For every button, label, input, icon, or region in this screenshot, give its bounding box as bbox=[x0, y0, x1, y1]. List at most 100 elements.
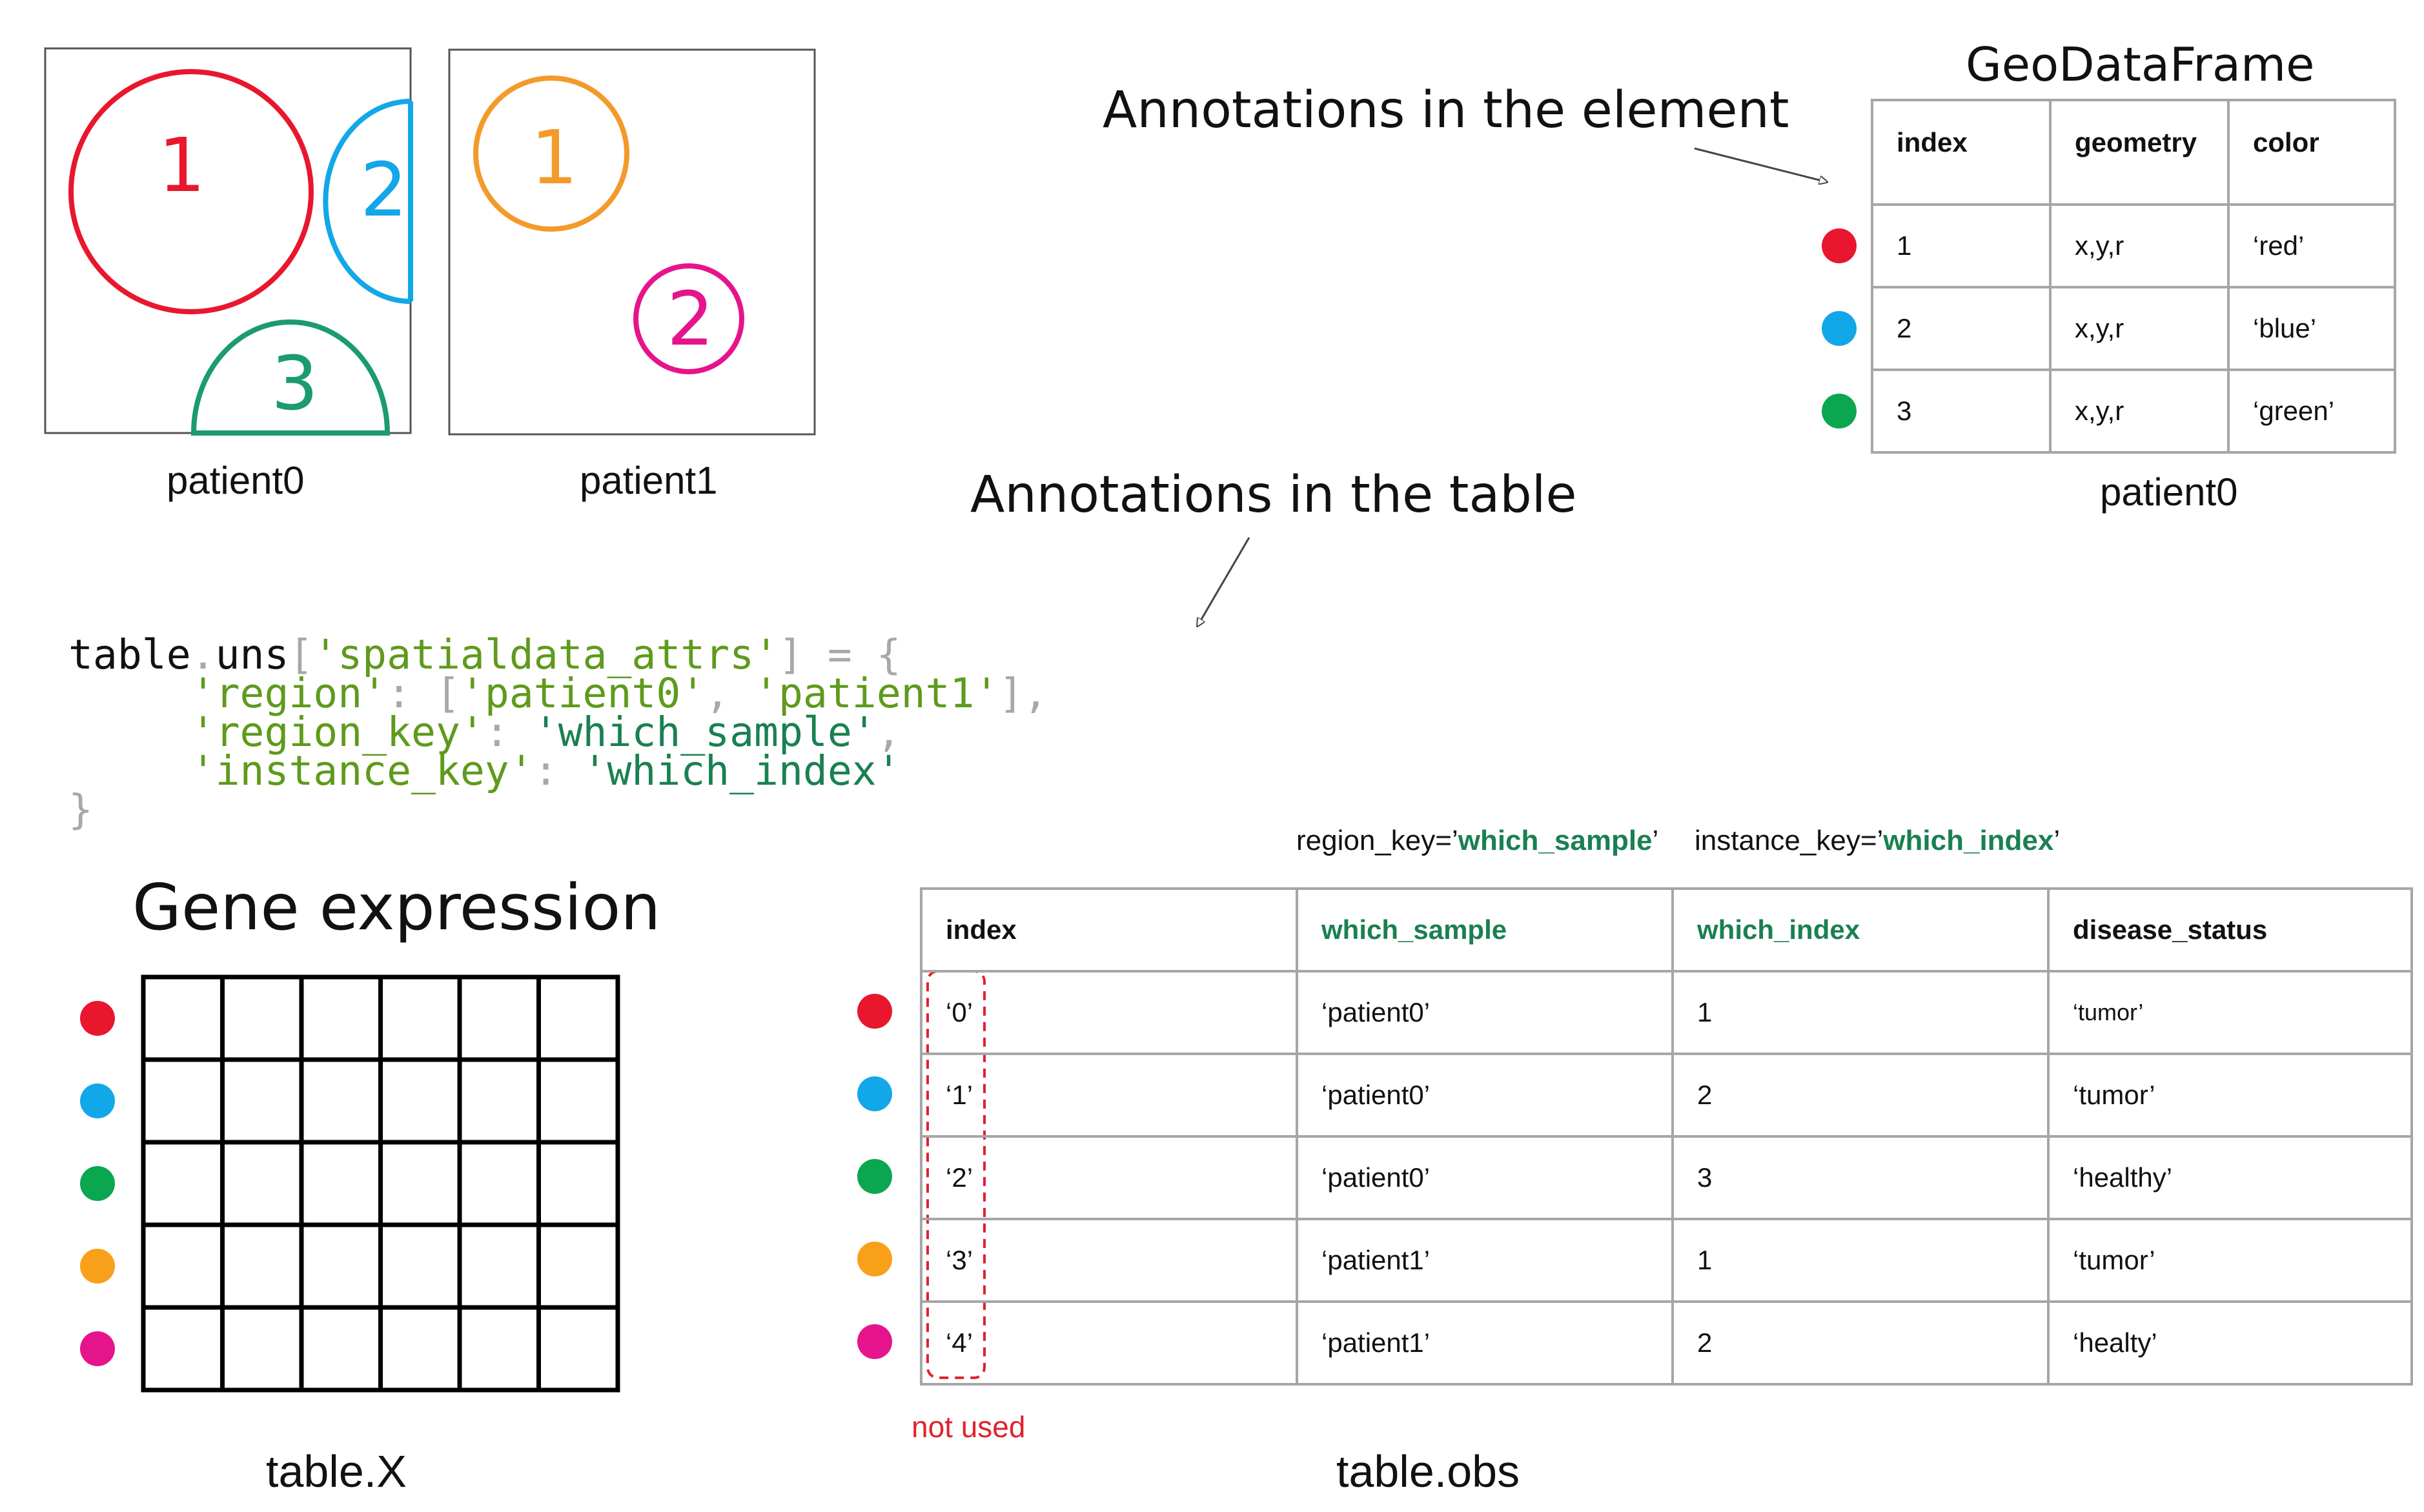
gene-grid-cell bbox=[536, 1305, 620, 1393]
instance-key-value: which_index bbox=[1883, 825, 2054, 856]
gene-grid-cell bbox=[378, 974, 462, 1062]
region-key-note: region_key=’which_sample’ bbox=[1296, 825, 1658, 857]
gene-grid-cell bbox=[299, 1222, 383, 1310]
gene-grid-cell bbox=[141, 974, 225, 1062]
element-annotation-heading: Annotations in the element bbox=[1103, 81, 1789, 139]
obs-cell: ‘2’ bbox=[920, 1135, 1298, 1220]
region-key-label: region_key=’ bbox=[1296, 825, 1458, 856]
circle-2-blue-clipped bbox=[323, 99, 411, 304]
gdf-dot-red bbox=[1822, 228, 1857, 263]
obs-cell: ‘1’ bbox=[920, 1053, 1298, 1138]
obs-cell: 3 bbox=[1671, 1135, 2050, 1220]
code-token: table bbox=[68, 631, 191, 678]
gene-row-dot-red bbox=[80, 1001, 115, 1036]
obs-cell: 1 bbox=[1671, 1218, 2050, 1303]
patient0-caption: patient0 bbox=[167, 459, 305, 502]
code-token: 'patient0' bbox=[460, 670, 706, 717]
geodataframe-table: index geometry color 1 x,y,r ‘red’ 2 x,y… bbox=[1871, 99, 2396, 454]
code-token: , bbox=[705, 670, 755, 717]
gene-grid-cell bbox=[299, 974, 383, 1062]
code-token: 'region' bbox=[190, 670, 387, 717]
obs-cell: ‘tumor’ bbox=[2047, 1053, 2413, 1138]
gdf-cell: x,y,r bbox=[2049, 286, 2230, 371]
arrow-to-geodataframe bbox=[1694, 147, 1827, 182]
gene-expression-title: Gene expression bbox=[132, 871, 661, 945]
obs-row-dot-red bbox=[857, 994, 892, 1029]
gdf-cell: 3 bbox=[1871, 368, 2052, 454]
shape-label-p1-1: 1 bbox=[531, 115, 578, 201]
obs-cell: ‘healty’ bbox=[2047, 1300, 2413, 1386]
gdf-dot-blue bbox=[1822, 311, 1857, 346]
gdf-cell: ‘green’ bbox=[2227, 368, 2396, 454]
code-token: 'which_sample' bbox=[533, 709, 877, 756]
arrow-to-table bbox=[1197, 537, 1250, 626]
code-token: 'region_key' bbox=[190, 709, 485, 756]
shape-label-1: 1 bbox=[158, 123, 206, 209]
table-row: ‘1’ ‘patient0’ 2 ‘tumor’ bbox=[920, 1053, 2413, 1138]
code-token: uns bbox=[215, 631, 289, 678]
obs-table: index which_sample which_index disease_s… bbox=[920, 887, 2413, 1386]
gene-grid-cell bbox=[220, 1057, 304, 1145]
gene-grid-cell bbox=[536, 1222, 620, 1310]
circle-2-magenta bbox=[633, 263, 744, 374]
code-token: [ bbox=[289, 631, 314, 678]
gdf-cell: x,y,r bbox=[2049, 203, 2230, 288]
code-token: . bbox=[190, 631, 216, 678]
obs-row-dot-magenta bbox=[857, 1324, 892, 1359]
obs-cell: ‘healthy’ bbox=[2047, 1135, 2413, 1220]
gene-grid-cell bbox=[141, 1140, 225, 1227]
table-row: 2 x,y,r ‘blue’ bbox=[1871, 286, 2396, 371]
table-row: ‘0’ ‘patient0’ 1 ‘tumor’ bbox=[920, 970, 2413, 1055]
code-token: : bbox=[533, 747, 583, 794]
obs-cell: ‘4’ bbox=[920, 1300, 1298, 1386]
closing-quote: ’ bbox=[1652, 825, 1659, 856]
gdf-cell: 2 bbox=[1871, 286, 2052, 371]
code-token: 'which_index' bbox=[582, 747, 901, 794]
gene-grid-cell bbox=[220, 1222, 304, 1310]
circle-1-red bbox=[68, 69, 314, 314]
code-block: table.uns['spatialdata_attrs'] = { 'regi… bbox=[68, 634, 1048, 830]
geodataframe-caption: patient0 bbox=[2100, 470, 2238, 514]
geodataframe-title: GeoDataFrame bbox=[1966, 37, 2315, 92]
obs-col-which-sample: which_sample bbox=[1296, 887, 1674, 973]
gdf-cell: x,y,r bbox=[2049, 368, 2230, 454]
obs-row-dot-blue bbox=[857, 1076, 892, 1111]
code-token: , bbox=[876, 709, 901, 756]
table-row: ‘3’ ‘patient1’ 1 ‘tumor’ bbox=[920, 1218, 2413, 1303]
table-x-caption: table.X bbox=[266, 1446, 407, 1497]
code-token: ] bbox=[999, 670, 1024, 717]
gene-grid-cell bbox=[457, 1222, 541, 1310]
gdf-col-geometry: geometry bbox=[2049, 99, 2230, 206]
region-key-value: which_sample bbox=[1458, 825, 1653, 856]
gene-grid-cell bbox=[220, 974, 304, 1062]
shape-label-p1-2: 2 bbox=[667, 276, 715, 363]
instance-key-label: instance_key=’ bbox=[1695, 825, 1884, 856]
gene-grid-cell bbox=[378, 1057, 462, 1145]
gene-grid-cell bbox=[536, 974, 620, 1062]
table-obs-caption: table.obs bbox=[1336, 1446, 1520, 1497]
gdf-dot-green bbox=[1822, 394, 1857, 428]
gene-row-dot-blue bbox=[80, 1084, 115, 1118]
obs-col-which-index: which_index bbox=[1671, 887, 2050, 973]
gdf-cell: ‘blue’ bbox=[2227, 286, 2396, 371]
obs-row-dot-orange bbox=[857, 1242, 892, 1276]
gene-grid-cell bbox=[299, 1140, 383, 1227]
code-token: : bbox=[484, 709, 534, 756]
gene-row-dot-magenta bbox=[80, 1331, 115, 1366]
shape-label-3: 3 bbox=[271, 341, 319, 427]
gene-grid-cell bbox=[141, 1305, 225, 1393]
instance-key-note: instance_key=’which_index’ bbox=[1695, 825, 2060, 857]
gene-grid-cell bbox=[457, 1057, 541, 1145]
obs-cell: ‘patient1’ bbox=[1296, 1300, 1674, 1386]
obs-col-disease-status: disease_status bbox=[2047, 887, 2413, 973]
gene-grid-cell bbox=[457, 1140, 541, 1227]
patient1-frame bbox=[448, 48, 816, 436]
obs-cell: ‘tumor’ bbox=[2047, 1218, 2413, 1303]
obs-cell: 2 bbox=[1671, 1300, 2050, 1386]
code-token: ] bbox=[778, 631, 803, 678]
gene-grid-cell bbox=[536, 1057, 620, 1145]
gdf-cell: ‘red’ bbox=[2227, 203, 2396, 288]
gene-grid-cell bbox=[220, 1140, 304, 1227]
gene-grid-cell bbox=[299, 1305, 383, 1393]
obs-cell: ‘patient1’ bbox=[1296, 1218, 1674, 1303]
